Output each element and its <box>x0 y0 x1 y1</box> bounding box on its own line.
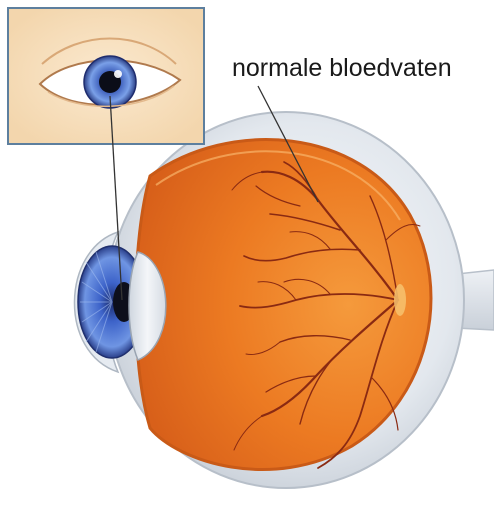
label-normal-blood-vessels: normale bloedvaten <box>232 56 452 81</box>
optic-disc <box>394 284 406 316</box>
inset-front-view <box>8 8 204 144</box>
